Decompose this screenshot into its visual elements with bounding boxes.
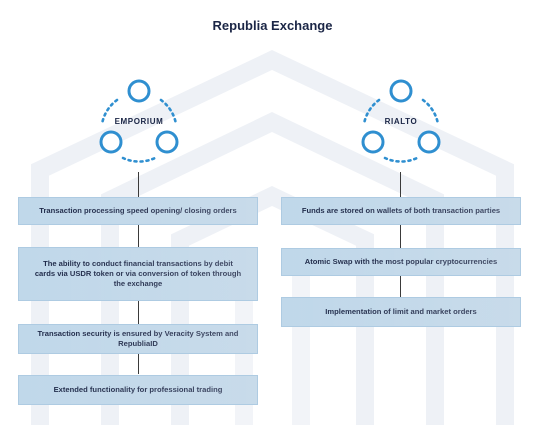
rialto-node-icon: [361, 79, 441, 163]
emporium-label: EMPORIUM: [114, 117, 164, 126]
rialto-label: RIALTO: [384, 117, 418, 126]
emporium-feature-box: Transaction security is ensured by Verac…: [18, 324, 258, 354]
rialto-feature-box: Atomic Swap with the most popular crypto…: [281, 248, 521, 276]
rialto-connector-line: [400, 172, 401, 314]
emporium-feature-box: Transaction processing speed opening/ cl…: [18, 197, 258, 225]
emporium-feature-box: Extended functionality for professional …: [18, 375, 258, 405]
diagram-title: Republia Exchange: [212, 18, 333, 33]
emporium-node-icon: [99, 79, 179, 163]
rialto-feature-box: Funds are stored on wallets of both tran…: [281, 197, 521, 225]
rialto-feature-box: Implementation of limit and market order…: [281, 297, 521, 327]
emporium-feature-box: The ability to conduct financial transac…: [18, 247, 258, 301]
